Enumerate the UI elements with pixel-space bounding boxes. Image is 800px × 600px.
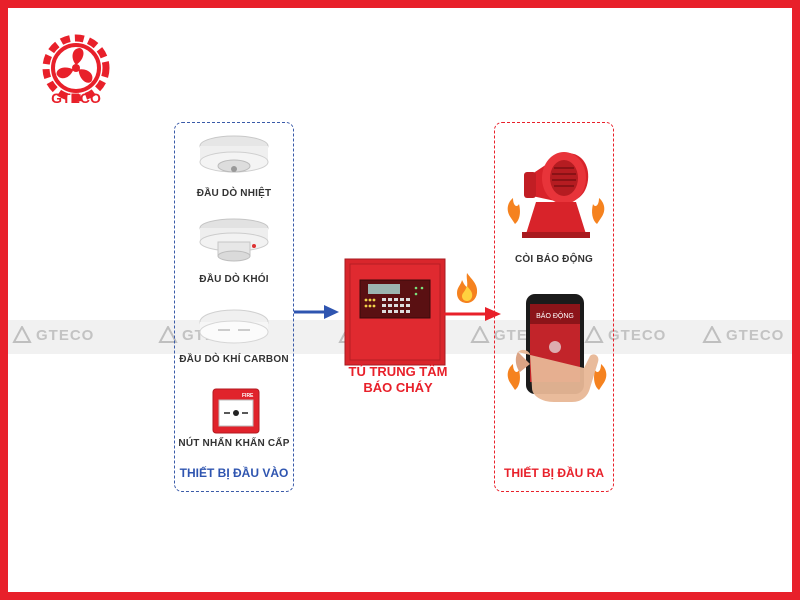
watermark: GTECO (12, 326, 94, 344)
gteco-logo-icon (42, 34, 110, 102)
output-label: CÒI BÁO ĐỘNG (515, 254, 593, 265)
siren-icon (507, 152, 605, 238)
device-text: FIRE (242, 393, 254, 399)
output-devices-group (494, 122, 614, 492)
input-devices-group (174, 122, 294, 492)
watermark: GTECO (584, 326, 666, 344)
diagram-canvas: GTECO GTECO GTECO GTECO GTECO GTECO GTEC… (8, 8, 792, 592)
manual-call-point-icon: FIRE (212, 388, 260, 434)
smoke-detector-icon (199, 218, 269, 262)
output-group-title: THIẾT BỊ ĐẦU RA (504, 466, 604, 480)
input-arrow-icon (294, 305, 339, 319)
carbon-detector-icon (199, 309, 269, 344)
logo-text: GTECO (51, 90, 101, 106)
control-panel-label-line1: TỦ TRUNG TÂM (348, 364, 448, 379)
input-group-title: THIẾT BỊ ĐẦU VÀO (179, 466, 289, 480)
input-label: ĐẦU DÒ NHIỆT (196, 188, 272, 199)
fire-alarm-panel-icon (344, 258, 446, 366)
heat-detector-icon (199, 135, 269, 173)
input-label: ĐẦU DÒ KHÓI (199, 274, 269, 285)
output-arrow-icon (444, 307, 501, 321)
input-label: NÚT NHẤN KHẨN CẤP (178, 438, 290, 449)
control-panel-label: TỦ TRUNG TÂM BÁO CHÁY (328, 364, 468, 396)
phone-screen-text: BÁO ĐỘNG (536, 311, 574, 320)
watermark: GTECO (702, 326, 784, 344)
flame-icon (457, 273, 478, 303)
phone-alert-icon: BÁO ĐỘNG (507, 294, 607, 402)
input-label: ĐẦU DÒ KHÍ CARBON (179, 354, 289, 365)
control-panel-label-line2: BÁO CHÁY (363, 380, 433, 395)
